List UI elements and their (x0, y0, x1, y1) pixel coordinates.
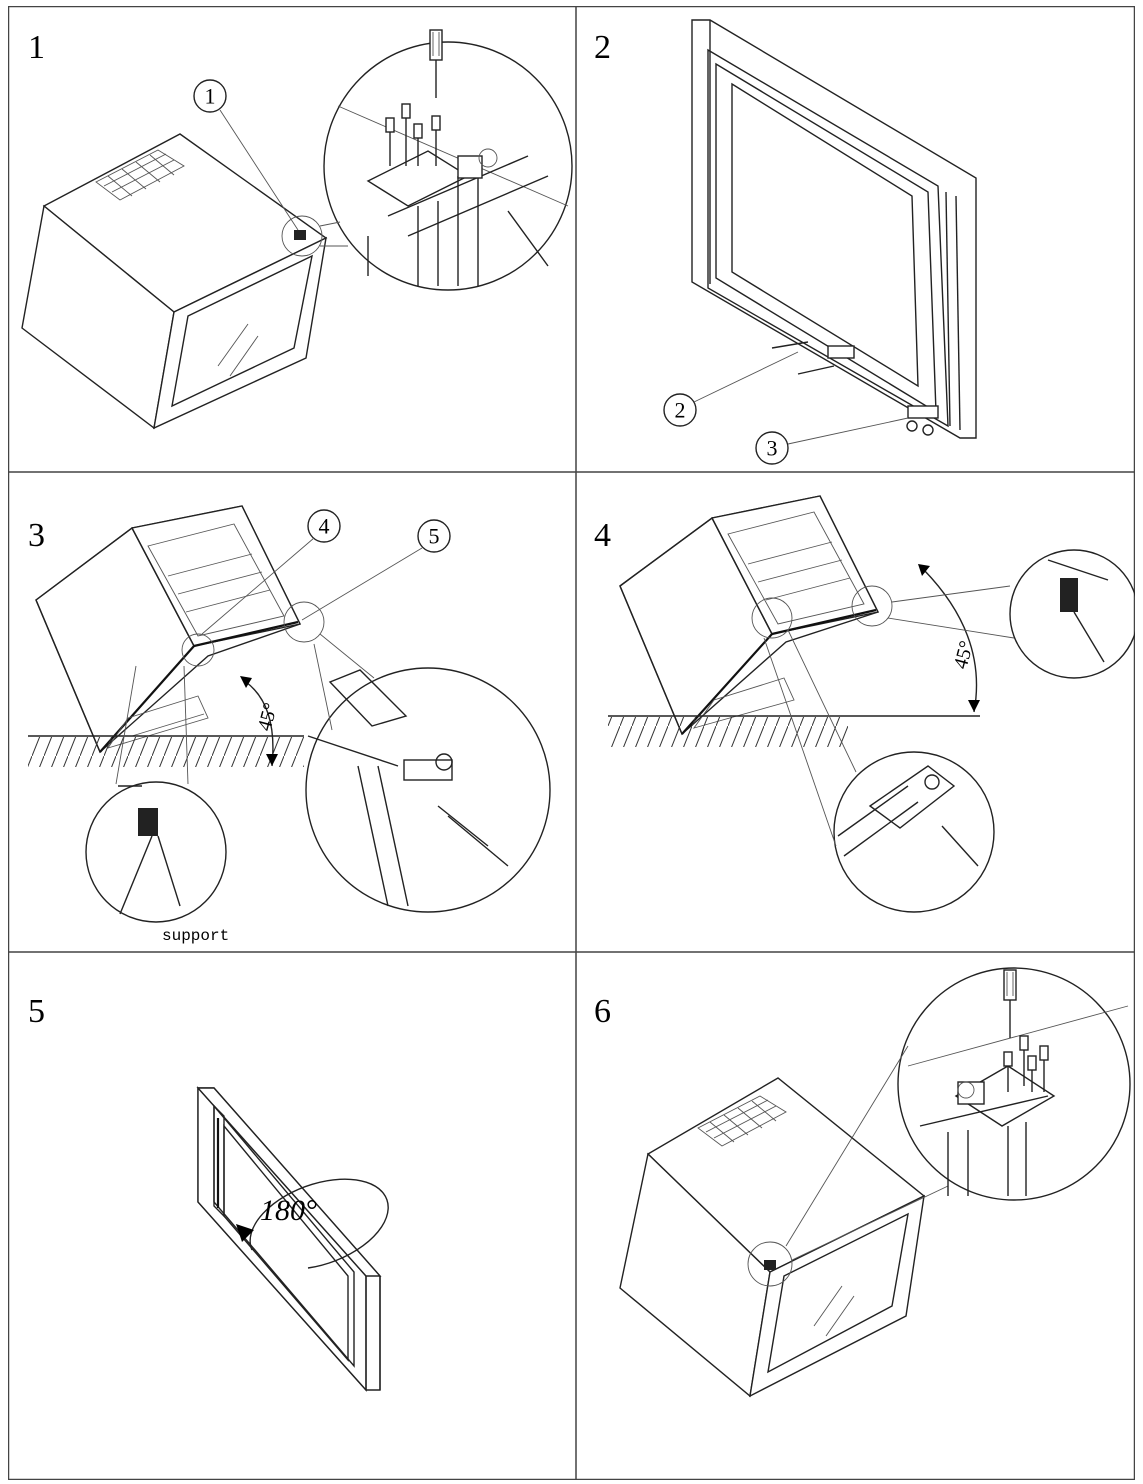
panel-step-6: 6 (594, 967, 1131, 1398)
hinge-zoom-detail-bottom (751, 597, 995, 913)
step-number: 4 (594, 517, 611, 554)
svg-text:4: 4 (319, 514, 330, 539)
hinge-zoom-detail (281, 29, 573, 291)
panel-grid (8, 6, 1135, 1480)
step-number: 1 (28, 29, 45, 66)
tilted-cabinet (619, 495, 880, 736)
door-drawing (196, 1086, 382, 1392)
support-label: support (162, 927, 229, 945)
svg-text:1: 1 (205, 84, 216, 109)
panel-step-1: 1 (21, 29, 573, 430)
svg-text:5: 5 (429, 524, 440, 549)
callout-3: 3 (755, 417, 909, 465)
floor-hatch (28, 735, 304, 767)
svg-text:2: 2 (675, 398, 686, 423)
hinge-zoom-detail (283, 601, 551, 913)
step-number: 3 (28, 517, 45, 554)
tilted-cabinet (35, 505, 302, 754)
floor-hatch (608, 715, 980, 747)
panel-step-2: 2 2 3 (594, 19, 977, 465)
angle-indicator: 45° (918, 564, 980, 713)
step-number: 5 (28, 993, 45, 1030)
svg-text:45°: 45° (254, 701, 282, 734)
svg-text:180°: 180° (260, 1194, 317, 1227)
callout-5: 5 (301, 519, 451, 621)
cabinet-drawing (21, 133, 328, 430)
vent-grille (95, 149, 185, 201)
svg-text:3: 3 (767, 436, 778, 461)
door-hinge-parts (771, 341, 939, 436)
hinge-zoom-detail (747, 967, 1131, 1287)
callout-4: 4 (201, 509, 341, 635)
svg-text:45°: 45° (950, 639, 978, 672)
hinge-zoom-detail-top (851, 549, 1135, 679)
callout-2: 2 (663, 351, 799, 427)
step-number: 6 (594, 993, 611, 1030)
cabinet-drawing (619, 1077, 926, 1398)
vent-grille (697, 1095, 787, 1147)
panel-step-4: 4 45° (594, 495, 1135, 913)
door-drawing (691, 19, 977, 439)
step-number: 2 (594, 29, 611, 66)
instruction-sheet: 1 (8, 6, 1135, 1480)
support-zoom-detail: support (85, 633, 229, 945)
callout-1: 1 (193, 79, 299, 231)
rotation-indicator: 180° (236, 1178, 389, 1269)
panel-step-3: 3 45° 4 (28, 505, 551, 945)
panel-step-5: 5 180° (28, 993, 389, 1392)
